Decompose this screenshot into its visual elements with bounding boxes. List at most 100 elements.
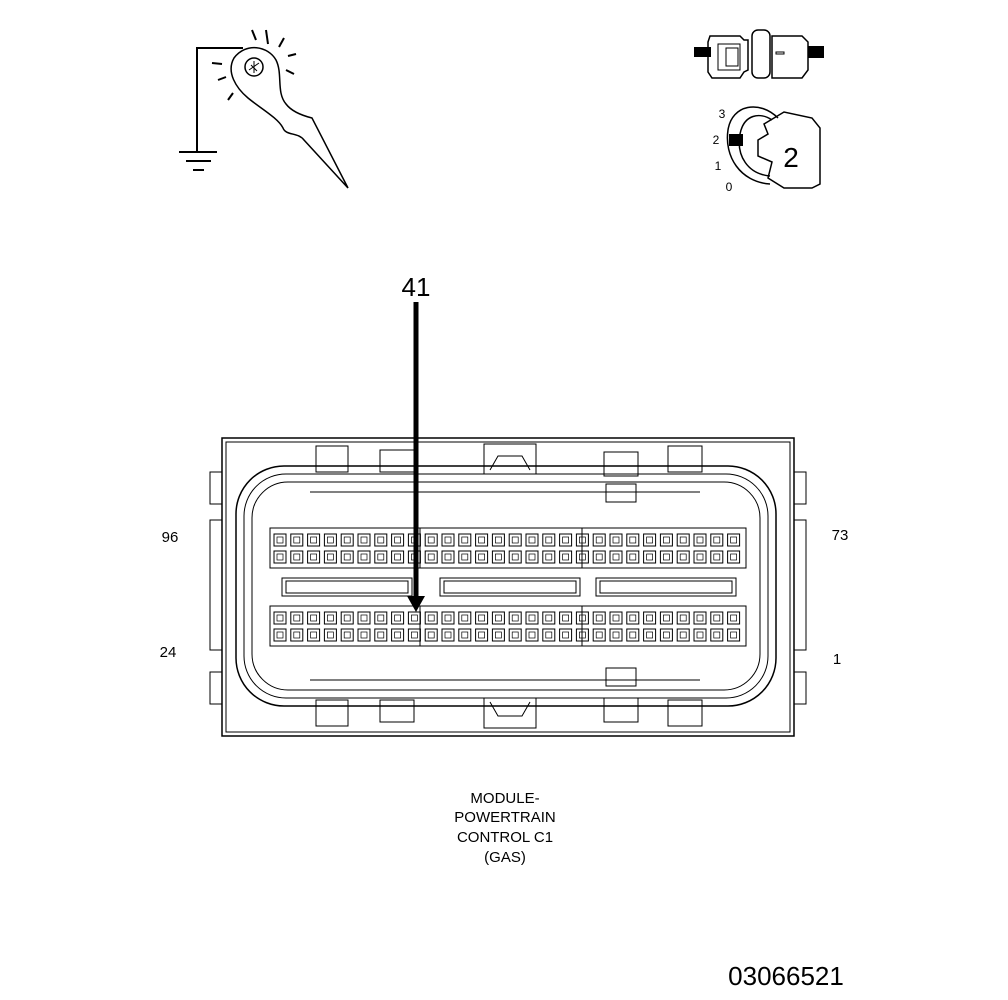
pin-cavity [727,628,741,642]
pin-cavity [374,550,388,564]
pin-cavity-inner [545,536,553,544]
pin-label-24: 24 [160,644,177,661]
pin-cavity-inner [461,631,469,639]
pin-cavity [441,533,455,547]
pin-cavity-inner [595,614,603,622]
callout-arrow [407,302,425,612]
pin-cavity [592,628,606,642]
pin-cavity-inner [562,536,569,544]
pin-cavity-inner [310,631,317,639]
pin-cavity-inner [713,631,721,639]
pin-cavity-inner [360,631,368,639]
pin-cavity-inner [528,614,536,622]
pin-cavity [626,611,640,625]
pin-cavity [693,611,707,625]
pin-cavity-inner [461,553,469,561]
pin-cavity-inner [478,614,485,622]
figure-number: 03066521 [728,961,844,991]
pin-cavity-inner [310,614,317,622]
pin-cavity-inner [528,553,536,561]
pin-cavity [290,550,304,564]
pin-cavity [710,611,724,625]
pin-cavity [710,550,724,564]
pin-cavity-inner [427,631,435,639]
pin-cavity-inner [545,631,553,639]
pin-cavity [424,533,438,547]
pin-cavity-inner [511,631,519,639]
pin-cavity [391,550,405,564]
pin-cavity-inner [528,536,536,544]
pin-cavity [727,550,741,564]
pin-cavity [676,533,690,547]
pin-cavity [458,550,472,564]
pin-cavity [659,628,673,642]
pin-cavity-inner [545,614,553,622]
pin-cavity-inner [696,553,704,561]
pin-cavity-inner [562,631,569,639]
pin-cavity-grid [273,528,741,646]
pin-cavity [374,611,388,625]
pin-cavity [710,533,724,547]
pin-cavity [727,533,741,547]
pin-cavity [357,550,371,564]
pin-cavity [475,628,489,642]
pin-cavity-inner [293,536,301,544]
pin-cavity [626,628,640,642]
pin-cavity-inner [730,631,737,639]
pin-cavity-inner [511,553,519,561]
pin-cavity-inner [629,553,637,561]
pin-cavity-inner [629,536,637,544]
pin-cavity-inner [394,614,401,622]
pin-label-1: 1 [833,651,841,668]
pin-cavity [357,628,371,642]
pin-cavity [290,533,304,547]
pin-cavity-inner [461,536,469,544]
pin-cavity-inner [427,614,435,622]
pin-cavity [609,628,623,642]
pin-cavity [559,550,573,564]
pin-cavity [391,628,405,642]
pin-cavity-inner [713,536,721,544]
pin-cavity-inner [411,631,418,639]
pin-cavity [407,611,421,625]
pin-cavity-inner [377,553,385,561]
pin-cavity-inner [394,553,401,561]
key-position-3: 3 [719,107,726,121]
pin-cavity-inner [444,536,452,544]
key-position-1: 1 [715,159,722,173]
pin-cavity [609,550,623,564]
pin-cavity-inner [595,631,603,639]
pin-cavity-inner [444,553,452,561]
pin-cavity-inner [511,536,519,544]
key-position-2: 2 [713,133,720,147]
connector-body [209,437,807,737]
pin-label-73: 73 [832,527,849,544]
pin-cavity-inner [427,536,435,544]
pin-cavity-inner [545,553,553,561]
pin-cavity-inner [394,536,401,544]
pin-cavity [374,628,388,642]
pin-cavity [508,611,522,625]
pin-cavity [676,611,690,625]
pin-cavity [643,628,657,642]
pin-cavity-inner [646,536,653,544]
pin-cavity [508,533,522,547]
pin-cavity [643,550,657,564]
pin-cavity-inner [696,614,704,622]
pin-cavity [391,533,405,547]
pin-cavity-inner [360,536,368,544]
pin-cavity [340,611,354,625]
pin-cavity [357,611,371,625]
pin-cavity [542,628,556,642]
pin-cavity-inner [377,631,385,639]
pin-cavity [727,611,741,625]
pin-cavity [307,550,321,564]
pin-cavity [323,628,337,642]
pin-cavity [424,611,438,625]
pin-cavity-inner [377,536,385,544]
pin-cavity [340,550,354,564]
caption-line-3: CONTROL C1 [457,829,553,846]
pin-cavity-inner [478,536,485,544]
pin-cavity-inner [394,631,401,639]
